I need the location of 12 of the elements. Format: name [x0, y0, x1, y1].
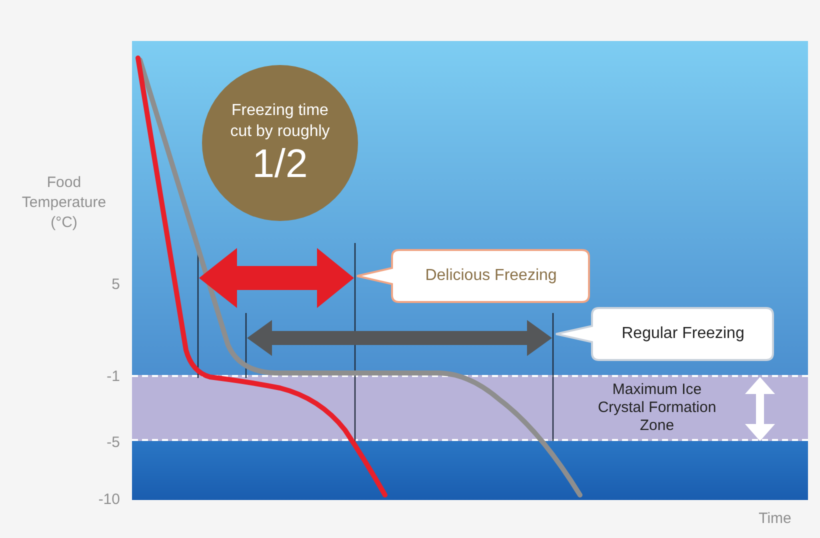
zone-text: Maximum Ice Crystal Formation Zone: [596, 381, 718, 435]
tick-label: -5: [106, 433, 120, 453]
axis-title: Time: [758, 509, 792, 529]
axis-title: Food Temperature (°C): [20, 173, 108, 233]
circle-text: Freezing time cut by roughly: [229, 101, 331, 142]
tick-label: 5: [110, 275, 120, 295]
callout-text: Delicious Freezing: [425, 266, 557, 286]
tick-label: -1: [106, 367, 120, 387]
fraction-text: 1/2: [252, 142, 308, 186]
tick-label: -10: [97, 490, 120, 510]
callout-text: Regular Freezing: [622, 324, 744, 344]
zone-band: [132, 375, 808, 441]
